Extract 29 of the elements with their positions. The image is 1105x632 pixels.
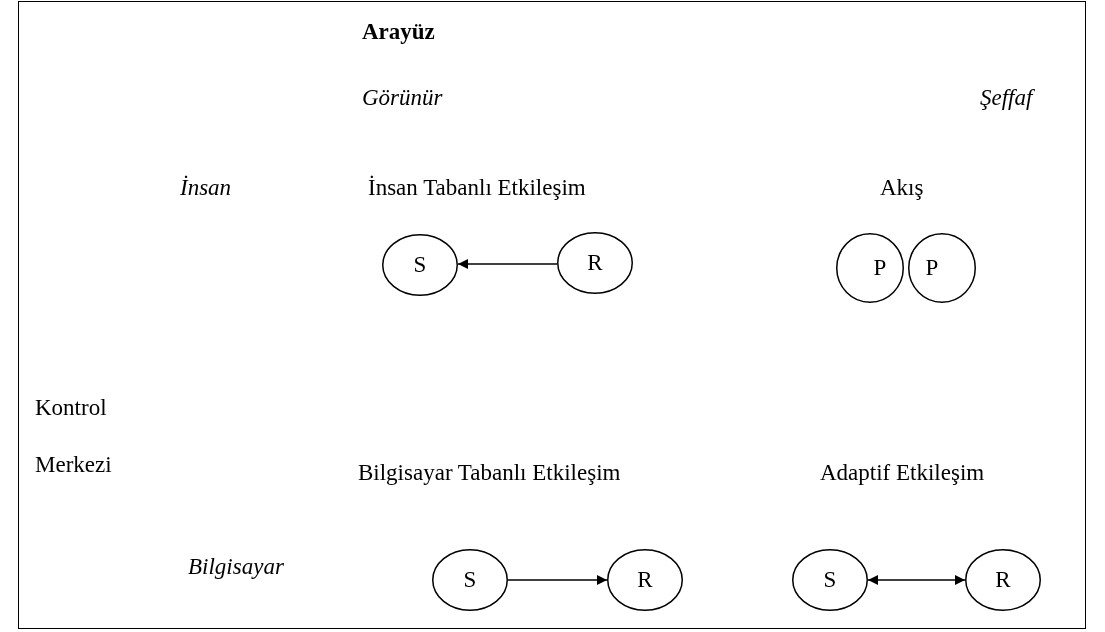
axis-label: İnsan <box>180 174 232 202</box>
arrow <box>507 575 608 585</box>
node-letter: P <box>873 255 887 281</box>
axis-label: Kontrol Merkezi <box>35 394 113 479</box>
quadrant-title: İnsan Tabanlı Etkileşim <box>368 174 586 202</box>
axis-label: Bilgisayar <box>188 553 284 581</box>
circle-node <box>792 549 868 611</box>
quadrant-title: Bilgisayar Tabanlı Etkileşim <box>358 459 621 487</box>
node-letter: R <box>995 567 1011 593</box>
arrow <box>457 259 558 269</box>
circle-node <box>965 549 1041 611</box>
circle-node <box>432 549 508 611</box>
node-letter: R <box>637 567 653 593</box>
quadrant-title: Adaptif Etkileşim <box>820 459 985 487</box>
axis-label: Şeffaf <box>980 84 1033 112</box>
circle-node <box>607 549 683 611</box>
circle-node <box>908 233 976 303</box>
axis-label: Görünür <box>362 84 443 112</box>
node-letter: R <box>587 250 603 276</box>
circle-node <box>836 233 904 303</box>
node-letter: S <box>463 567 477 593</box>
node-letter: S <box>823 567 837 593</box>
circle-node <box>557 232 633 294</box>
node-letter: P <box>925 255 939 281</box>
axis-label: Arayüz <box>362 18 435 46</box>
quadrant-title: Akış <box>880 174 924 202</box>
arrow <box>867 575 966 585</box>
node-letter: S <box>413 252 427 278</box>
circle-node <box>382 234 458 296</box>
